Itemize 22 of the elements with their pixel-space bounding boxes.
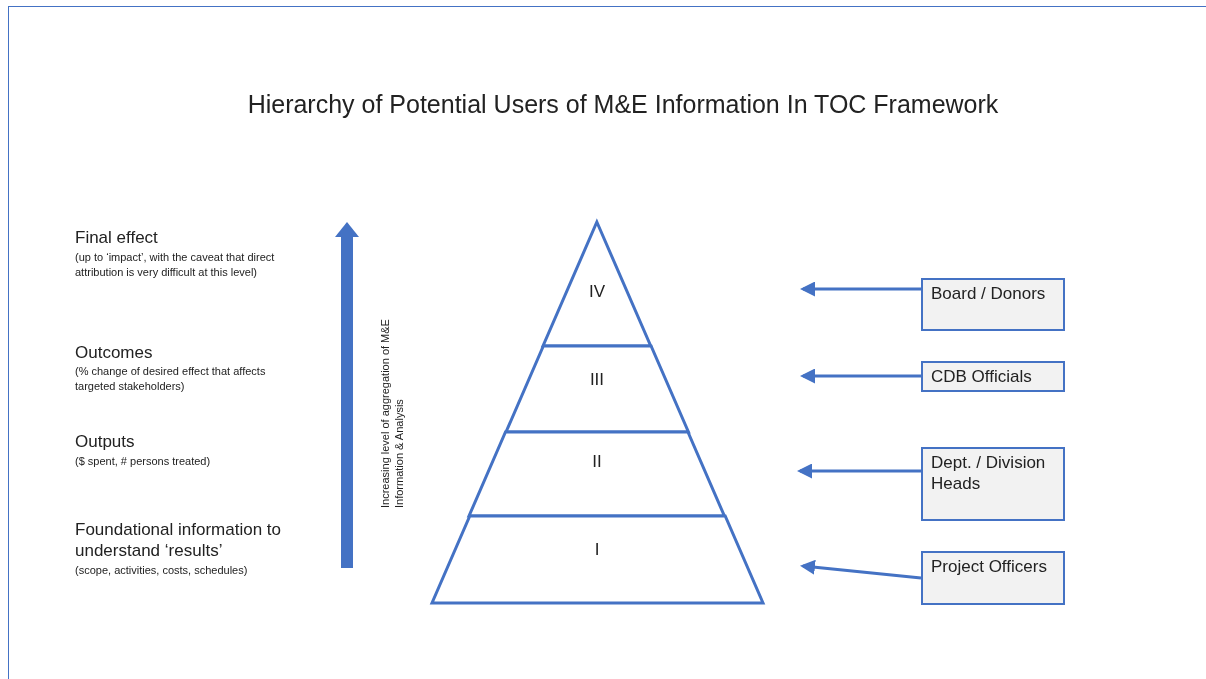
tier-label: III bbox=[589, 370, 605, 390]
user-box: CDB Officials bbox=[921, 361, 1065, 392]
user-box: Board / Donors bbox=[921, 278, 1065, 331]
tier-label: IV bbox=[588, 282, 605, 302]
axis-caption: Increasing level of aggregation of M&E Information & Analysis bbox=[378, 318, 406, 508]
level-heading: Outcomes bbox=[75, 342, 154, 363]
level-heading: Foundational information to understand ‘results’ bbox=[75, 519, 283, 561]
arrow bbox=[800, 368, 921, 384]
level-heading: Final effect bbox=[75, 227, 159, 248]
user-box: Project Officers bbox=[921, 551, 1065, 605]
arrow bbox=[800, 281, 921, 297]
level-description: (scope, activities, costs, schedules) bbox=[75, 563, 249, 578]
arrow bbox=[800, 559, 922, 580]
level-description: (% change of desired effect that affects targeted stakeholders) bbox=[75, 364, 267, 394]
level-description: ($ spent, # persons treated) bbox=[75, 454, 212, 469]
user-box: Dept. / Division Heads bbox=[921, 447, 1065, 521]
level-heading: Outputs bbox=[75, 431, 136, 452]
tier-label: II bbox=[592, 452, 602, 472]
level-description: (up to ‘impact’, with the caveat that direct attribution is very difficult at this level) bbox=[75, 250, 276, 280]
arrow bbox=[797, 463, 921, 479]
tier-label: I bbox=[594, 540, 600, 560]
title: Hierarchy of Potential Users of M&E Information In TOC Framework bbox=[246, 90, 1000, 119]
